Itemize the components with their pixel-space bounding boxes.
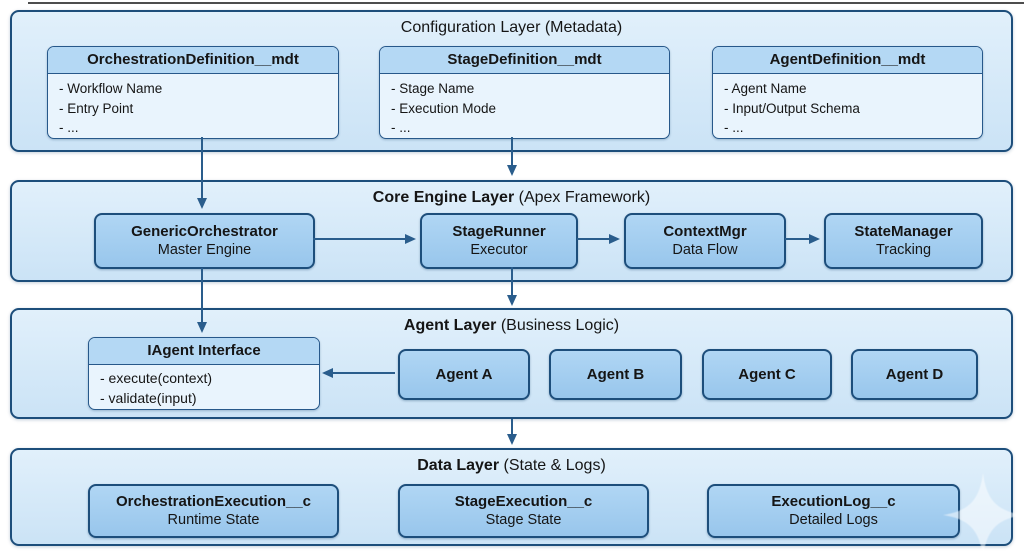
box-title: ContextMgr [663, 223, 747, 240]
agent-a-box: Agent A [398, 349, 530, 400]
data-layer-title: Data Layer (State & Logs) [12, 456, 1011, 476]
layer-title-text: Core Engine Layer [372, 189, 515, 206]
frame-top-line [28, 2, 1024, 4]
agent-d-box: Agent D [851, 349, 978, 400]
layer-title-suffix: (Metadata) [540, 19, 623, 36]
method-item: - validate(input) [100, 390, 197, 406]
state-manager-box: StateManager Tracking [824, 213, 983, 269]
box-subtitle: Data Flow [672, 242, 738, 258]
field-item: - Execution Mode [391, 100, 497, 116]
box-field-list: - Stage Name - Execution Mode - ... [380, 74, 669, 138]
field-item: - ... [391, 120, 411, 135]
configuration-layer-title: Configuration Layer (Metadata) [12, 18, 1011, 38]
generic-orchestrator-box: GenericOrchestrator Master Engine [94, 213, 315, 269]
box-subtitle: Executor [470, 242, 528, 258]
layer-title-suffix: (State & Logs) [499, 457, 606, 474]
layer-title-text: Configuration Layer [400, 19, 541, 36]
agent-layer-title: Agent Layer (Business Logic) [12, 316, 1011, 336]
field-item: - Stage Name [391, 81, 475, 96]
agent-definition-mdt-box: AgentDefinition__mdt - Agent Name - Inpu… [712, 46, 983, 139]
core-engine-layer: Core Engine Layer (Apex Framework) Gener… [10, 180, 1013, 282]
field-item: - Entry Point [59, 100, 134, 116]
stage-execution-box: StageExecution__c Stage State [398, 484, 649, 538]
layer-title-suffix: (Apex Framework) [514, 189, 651, 206]
context-mgr-box: ContextMgr Data Flow [624, 213, 786, 269]
box-field-list: - Workflow Name - Entry Point - ... [48, 74, 338, 138]
orchestration-execution-box: OrchestrationExecution__c Runtime State [88, 484, 339, 538]
box-method-list: - execute(context) - validate(input) [89, 365, 319, 409]
box-title: Agent D [885, 366, 944, 383]
box-title: GenericOrchestrator [131, 223, 278, 240]
iagent-interface-box: IAgent Interface - execute(context) - va… [88, 337, 320, 410]
box-title: StageDefinition__mdt [380, 47, 669, 74]
box-field-list: - Agent Name - Input/Output Schema - ... [713, 74, 982, 138]
box-title: IAgent Interface [89, 338, 319, 365]
box-title: StageExecution__c [454, 493, 593, 510]
field-item: - ... [59, 120, 79, 135]
box-title: AgentDefinition__mdt [713, 47, 982, 74]
layer-title-suffix: (Business Logic) [496, 317, 620, 334]
box-title: ExecutionLog__c [771, 493, 896, 510]
execution-log-box: ExecutionLog__c Detailed Logs [707, 484, 960, 538]
field-item: - Agent Name [724, 81, 807, 96]
layer-title-text: Data Layer [417, 457, 500, 474]
box-title: Agent C [738, 366, 796, 383]
box-title: StageRunner [452, 223, 546, 240]
sparkle-icon [943, 473, 1023, 557]
method-item: - execute(context) [100, 370, 213, 386]
box-subtitle: Stage State [485, 512, 562, 528]
data-layer: Data Layer (State & Logs) OrchestrationE… [10, 448, 1013, 546]
box-subtitle: Master Engine [157, 242, 252, 258]
orchestration-definition-mdt-box: OrchestrationDefinition__mdt - Workflow … [47, 46, 339, 139]
configuration-layer: Configuration Layer (Metadata) Orchestra… [10, 10, 1013, 152]
core-engine-layer-title: Core Engine Layer (Apex Framework) [12, 188, 1011, 208]
field-item: - ... [724, 120, 744, 135]
box-title: OrchestrationDefinition__mdt [48, 47, 338, 74]
box-title: Agent B [586, 366, 645, 383]
agent-c-box: Agent C [702, 349, 832, 400]
box-subtitle: Runtime State [167, 512, 260, 528]
field-item: - Workflow Name [59, 81, 163, 96]
agent-b-box: Agent B [549, 349, 682, 400]
field-item: - Input/Output Schema [724, 100, 860, 116]
stage-definition-mdt-box: StageDefinition__mdt - Stage Name - Exec… [379, 46, 670, 139]
box-title: Agent A [435, 366, 493, 383]
box-subtitle: Tracking [875, 242, 932, 258]
box-title: OrchestrationExecution__c [115, 493, 312, 510]
box-subtitle: Detailed Logs [789, 512, 878, 528]
box-title: StateManager [854, 223, 953, 240]
agent-layer: Agent Layer (Business Logic) IAgent Inte… [10, 308, 1013, 419]
stage-runner-box: StageRunner Executor [420, 213, 578, 269]
layer-title-text: Agent Layer [403, 317, 497, 334]
